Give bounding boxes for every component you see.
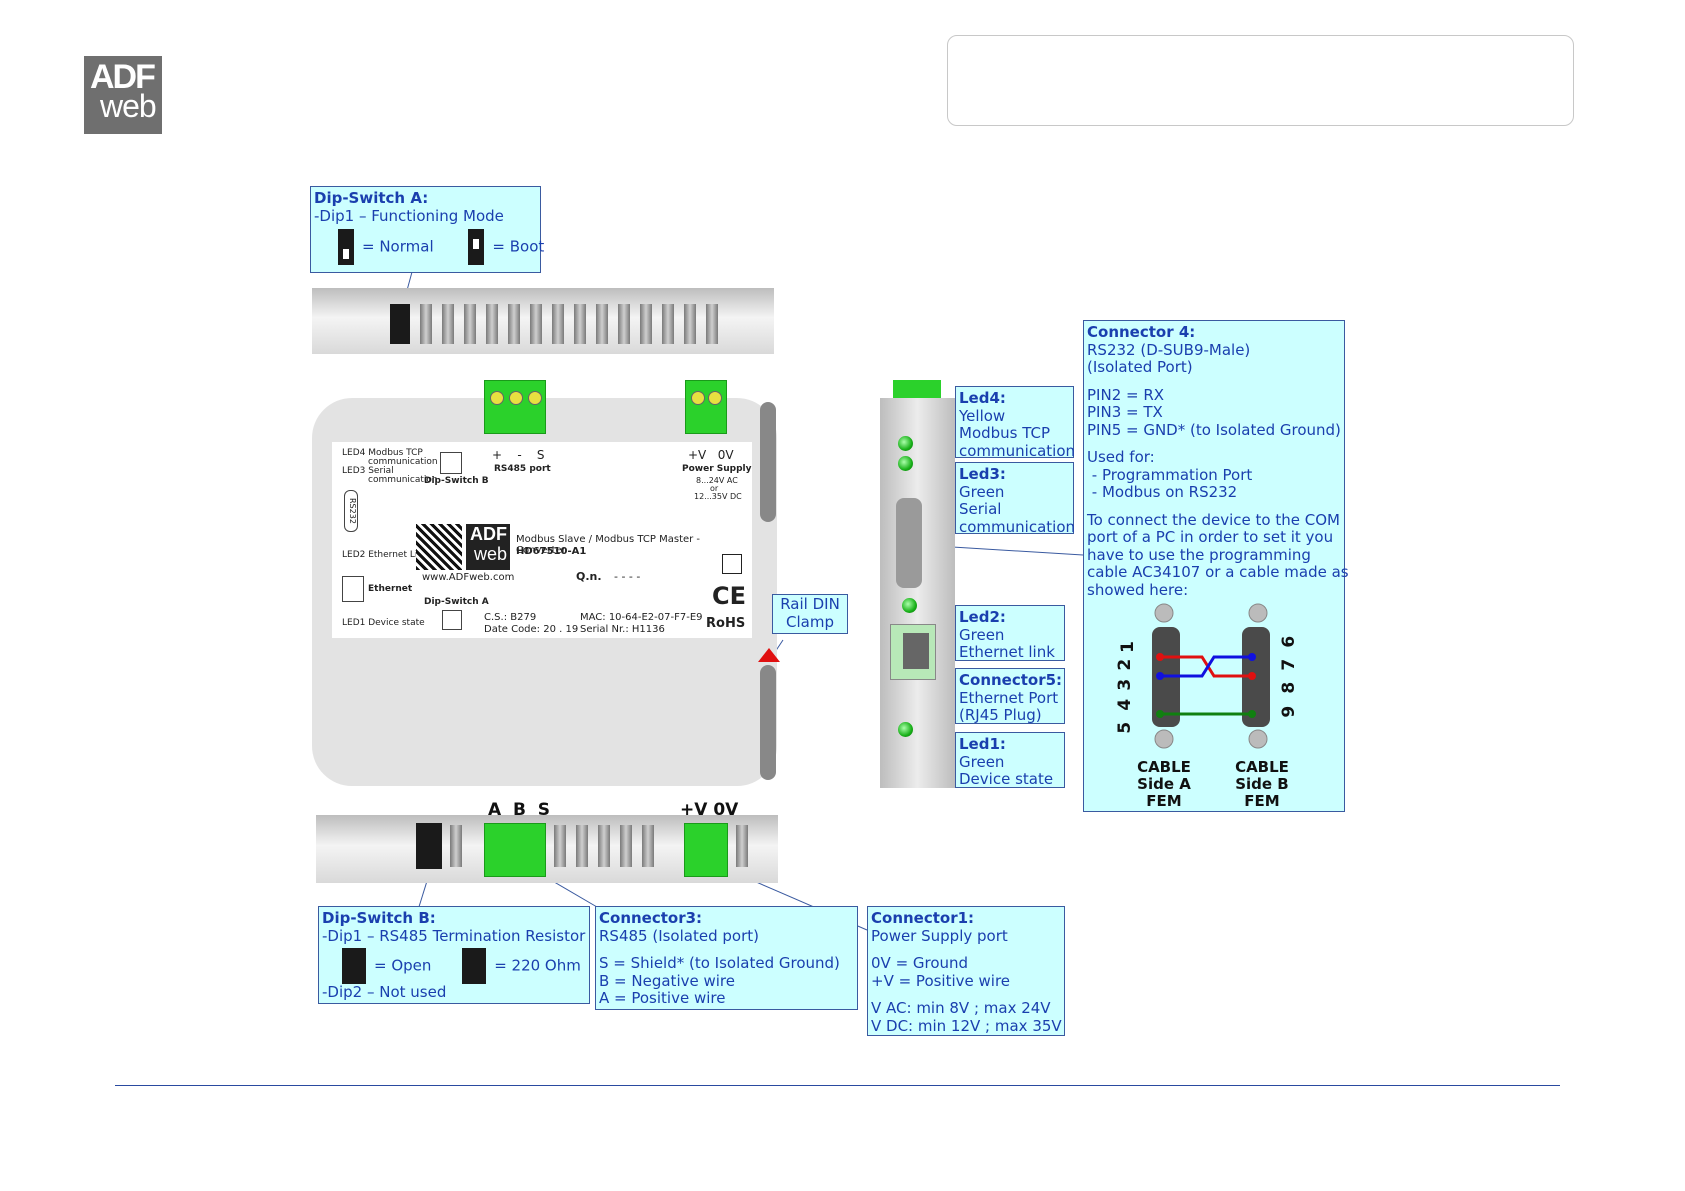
dip-off-icon <box>338 229 354 265</box>
led2-icon <box>902 598 917 613</box>
dip-switch-b-icon <box>416 823 442 869</box>
dip-switch-b-callout: Dip-Switch B: -Dip1 – RS485 Termination … <box>318 906 590 1004</box>
top-rail-view <box>312 288 774 354</box>
led4-icon <box>898 436 913 451</box>
adfweb-logo: ADF web <box>84 56 162 134</box>
rs232-port-icon: RS232 <box>344 490 358 532</box>
dip-open-icon <box>342 948 366 984</box>
led4-callout: Led4: Yellow Modbus TCP communication <box>955 386 1075 459</box>
cable-side-a-label: CABLE Side A FEM <box>1137 758 1191 810</box>
led3-icon <box>898 456 913 471</box>
connector5-callout: Connector5: Ethernet Port (RJ45 Plug) <box>955 668 1065 724</box>
side-terminal <box>893 380 941 398</box>
led1-icon <box>898 722 913 737</box>
power-terminal <box>685 380 727 434</box>
rail-clip-top <box>760 402 776 522</box>
title-box <box>947 35 1574 126</box>
led1-callout: Led1: Green Device state <box>955 732 1065 788</box>
adfweb-label-logo: ADF web <box>466 524 510 570</box>
connector4-callout: Connector 4: RS232 (D-SUB9-Male) (Isolat… <box>1083 320 1349 812</box>
ethernet-port-icon <box>342 576 364 602</box>
rail-clamp-icon <box>758 648 780 662</box>
programming-cable-diagram <box>1152 603 1270 749</box>
footer-divider <box>115 1085 1560 1086</box>
bottom-rail-view <box>316 815 778 883</box>
rohs-mark: RoHS <box>706 616 746 631</box>
rs232-dsub-icon <box>896 498 922 588</box>
qr-code-icon <box>416 524 462 570</box>
connector3-callout: Connector3: RS485 (Isolated port) S = Sh… <box>595 906 858 1010</box>
rail-din-callout: Rail DIN Clamp <box>772 594 848 634</box>
led2-callout: Led2: Green Ethernet link <box>955 605 1065 661</box>
rj45-port-icon <box>890 624 936 680</box>
connector1-callout: Connector1: Power Supply port 0V = Groun… <box>867 906 1065 1036</box>
dip-switch-a-icon <box>390 304 410 344</box>
device-side-view <box>880 398 955 788</box>
device-label: LED4 Modbus TCP communication LED3 Seria… <box>332 442 752 638</box>
rs485-terminal <box>484 380 546 434</box>
dip-on-icon <box>468 229 485 265</box>
dip-switch-a-callout: Dip-Switch A: -Dip1 – Functioning Mode =… <box>310 186 544 273</box>
led3-callout: Led3: Green Serial communication <box>955 462 1075 535</box>
power-terminal-bottom <box>684 823 728 877</box>
ce-mark: CE <box>712 582 747 610</box>
cable-side-b-label: CABLE Side B FEM <box>1235 758 1289 810</box>
dip-switch-a-label-icon <box>442 610 462 630</box>
rs485-terminal-bottom <box>484 823 546 877</box>
dip-switch-b-label-icon <box>440 452 462 474</box>
rail-clip-bottom <box>760 665 776 780</box>
dip-220ohm-icon <box>462 948 487 984</box>
weee-bin-icon <box>722 554 742 574</box>
